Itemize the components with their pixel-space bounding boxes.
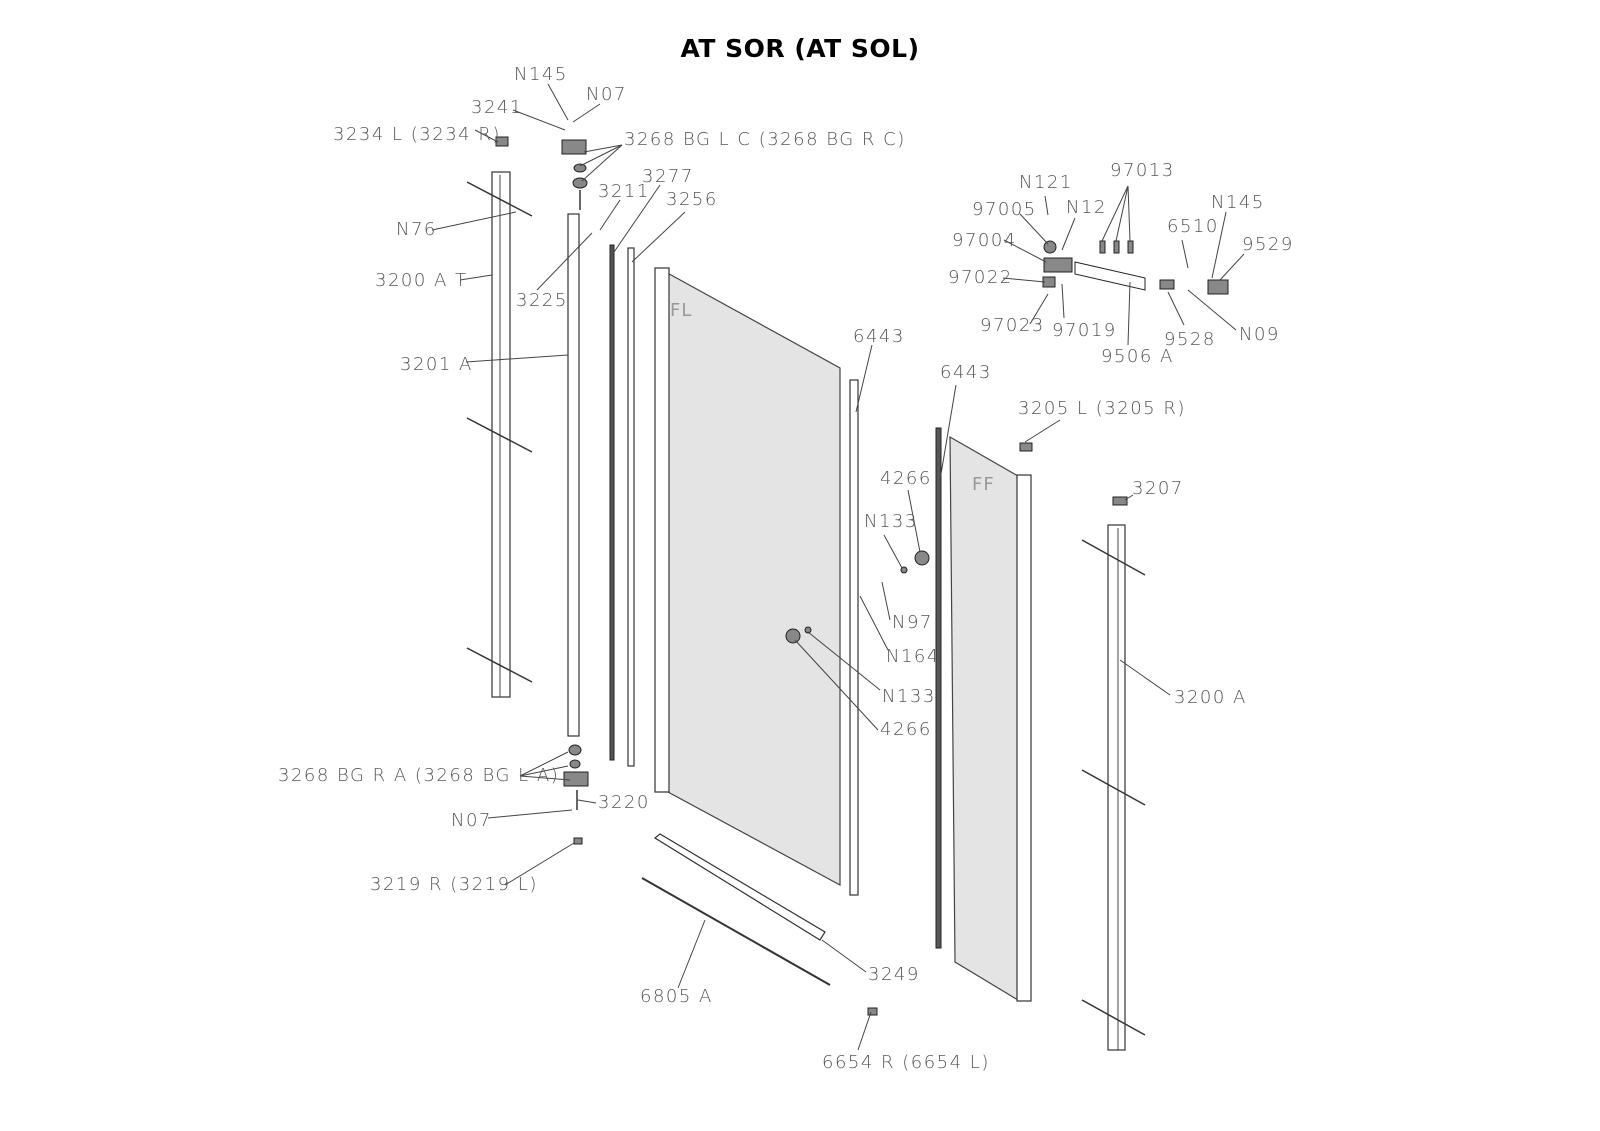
label-6805-a: 6805 A bbox=[640, 986, 713, 1007]
seal-6443-left bbox=[849, 379, 859, 896]
label-n145: N145 bbox=[514, 64, 568, 85]
label-9529: 9529 bbox=[1242, 234, 1294, 255]
label-97023: 97023 bbox=[980, 315, 1045, 336]
knobs-4266 bbox=[785, 550, 930, 644]
glass-panel-fl bbox=[661, 268, 841, 887]
label-6510: 6510 bbox=[1167, 216, 1219, 237]
label-n12: N12 bbox=[1066, 197, 1107, 218]
label-n76: N76 bbox=[396, 219, 437, 240]
label-97013: 97013 bbox=[1110, 160, 1175, 181]
label-n07: N07 bbox=[586, 84, 627, 105]
label-3220: 3220 bbox=[598, 792, 650, 813]
label-n145: N145 bbox=[1211, 192, 1265, 213]
screws bbox=[466, 181, 1146, 1036]
seal-6443-right bbox=[935, 427, 942, 949]
label-n97: N97 bbox=[892, 612, 933, 633]
diagram-title: AT SOR (AT SOL) bbox=[680, 34, 920, 63]
hinge-top bbox=[495, 136, 588, 189]
label-3234: 3234 L (3234 R) bbox=[333, 124, 501, 145]
label-3200-a: 3200 A bbox=[1174, 687, 1247, 708]
panel-mark-fl: FL bbox=[670, 300, 692, 321]
label-4266: 4266 bbox=[880, 719, 932, 740]
panel-mark-ff: FF bbox=[972, 474, 995, 495]
profile-3201-a bbox=[567, 213, 580, 737]
label-9528: 9528 bbox=[1164, 329, 1216, 350]
label-3207: 3207 bbox=[1132, 478, 1184, 499]
profile-3200-a-t bbox=[491, 171, 511, 698]
profile-3200-a bbox=[1107, 524, 1126, 1051]
strip-6805-a bbox=[641, 877, 831, 986]
label-3249: 3249 bbox=[868, 964, 920, 985]
stabiliser-bar-9506 bbox=[1042, 240, 1229, 295]
label-n121: N121 bbox=[1019, 172, 1073, 193]
rail-3249 bbox=[653, 833, 826, 941]
label-97022: 97022 bbox=[948, 267, 1013, 288]
label-3225: 3225 bbox=[516, 290, 568, 311]
label-3211: 3211 bbox=[598, 181, 650, 202]
label-3256: 3256 bbox=[666, 189, 718, 210]
label-3268-c: 3268 BG L C (3268 BG R C) bbox=[624, 129, 906, 150]
label-9506-a: 9506 A bbox=[1101, 346, 1174, 367]
label-97019: 97019 bbox=[1052, 320, 1117, 341]
seal-3256 bbox=[627, 247, 635, 767]
label-97004: 97004 bbox=[952, 230, 1017, 251]
hinge-bottom bbox=[563, 442, 1128, 1016]
panel-fl-edge-profile bbox=[654, 267, 670, 793]
leader-lines bbox=[431, 83, 1245, 1051]
label-3205: 3205 L (3205 R) bbox=[1018, 398, 1186, 419]
label-3277: 3277 bbox=[642, 166, 694, 187]
label-n07: N07 bbox=[451, 810, 492, 831]
label-4266: 4266 bbox=[880, 468, 932, 489]
label-97005: 97005 bbox=[972, 199, 1037, 220]
label-3268-a: 3268 BG R A (3268 BG L A) bbox=[278, 765, 559, 786]
label-3241: 3241 bbox=[471, 97, 523, 118]
label-n133: N133 bbox=[864, 511, 918, 532]
label-6443: 6443 bbox=[940, 362, 992, 383]
label-3201-a: 3201 A bbox=[400, 354, 473, 375]
label-6654: 6654 R (6654 L) bbox=[822, 1052, 990, 1073]
label-3200-a-t: 3200 A T bbox=[375, 270, 468, 291]
panel-ff-edge-profile bbox=[1016, 474, 1032, 1002]
label-n133: N133 bbox=[882, 686, 936, 707]
label-3219: 3219 R (3219 L) bbox=[370, 874, 538, 895]
label-n164: N164 bbox=[886, 646, 940, 667]
glass-panel-ff bbox=[949, 435, 1019, 1002]
label-n09: N09 bbox=[1239, 324, 1280, 345]
seal-3277 bbox=[609, 244, 615, 761]
label-6443: 6443 bbox=[853, 326, 905, 347]
